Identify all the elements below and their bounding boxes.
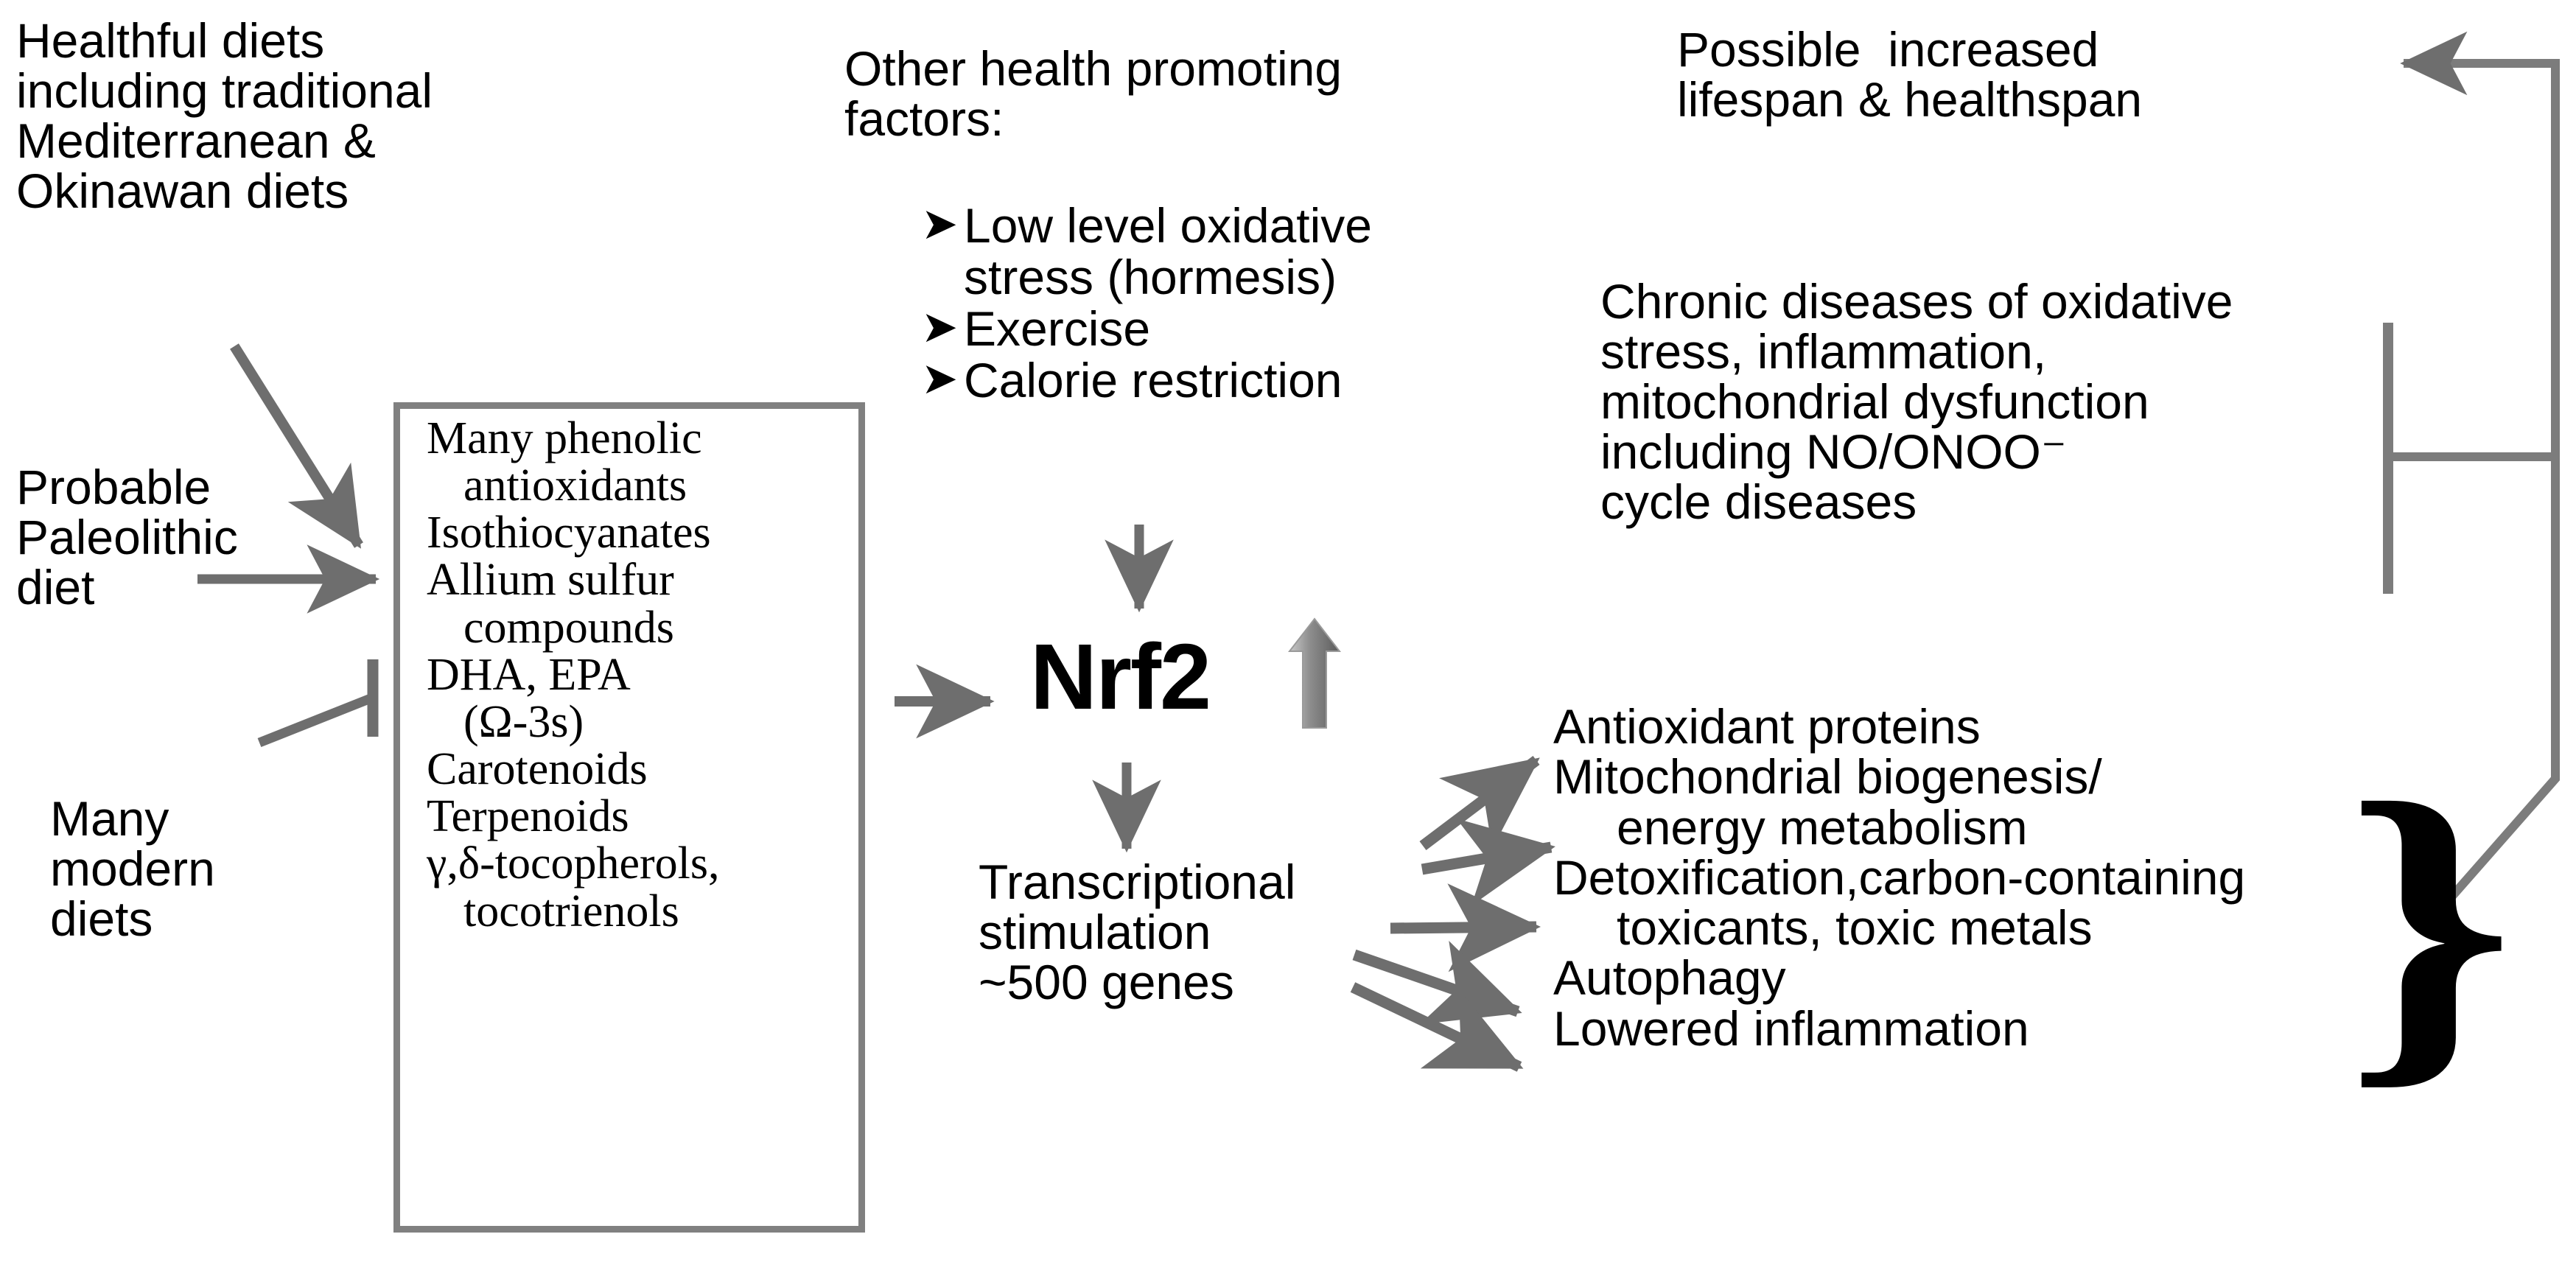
outcome-item: energy metabolism (1617, 799, 2028, 855)
bullet-arrow-icon: ➤ (921, 353, 959, 403)
outcome-item: toxicants, toxic metals (1617, 900, 2093, 956)
transcription-to-autophagy-arrow (1352, 940, 1522, 1025)
outcome-item: Mitochondrial biogenesis/ (1553, 749, 2102, 804)
transcription-to-antioxidant-proteins-arrow (1419, 756, 1540, 850)
transcription-to-detoxification-arrow (1390, 883, 1541, 972)
phytochemical-item: tocotrienols (463, 886, 679, 936)
phytochemical-item: antioxidants (463, 460, 687, 511)
chronic-diseases-label: Chronic diseases of oxidative stress, in… (1600, 274, 2233, 529)
bullet-arrow-icon: ➤ (921, 301, 959, 351)
other-health-factors-list: ➤Low level oxidative stress (hormesis)➤E… (921, 200, 1372, 407)
other-factor-item: ➤Exercise (921, 301, 1372, 356)
up-arrow-icon (1288, 617, 1341, 729)
phytochemical-item: DHA, EPA (427, 649, 631, 700)
transcriptional-stimulation-label: Transcriptional stimulation ~500 genes (979, 855, 1296, 1009)
outcome-item: Autophagy (1553, 950, 1786, 1006)
healthful-diets-label: Healthful diets including traditional Me… (16, 13, 433, 218)
probable-paleolithic-diet-label: Probable Paleolithic diet (16, 460, 238, 614)
transcription-to-lowered-inflammation-arrow (1350, 982, 1524, 1072)
phytochemical-item: Terpenoids (427, 791, 629, 842)
other-factor-item: ➤Calorie restriction (921, 352, 1372, 407)
transcription-to-mitochondrial-biogenesis-arrow (1421, 818, 1555, 906)
phytochemical-item: Many phenolic (427, 413, 702, 463)
outcome-item: Antioxidant proteins (1553, 699, 1981, 754)
outcomes-brace: } (2345, 732, 2516, 1116)
healthful-diets-to-box-arrow (230, 343, 363, 549)
phytochemical-item: Carotenoids (427, 744, 648, 795)
other-factor-label: Exercise (964, 301, 1151, 356)
phytochemical-item: Allium sulfur (427, 555, 674, 606)
other-factor-label: Calorie restriction (964, 352, 1343, 407)
possible-increased-lifespan-label: Possible increased lifespan & healthspan (1677, 22, 2143, 127)
phytochemical-item: Isothiocyanates (427, 508, 711, 558)
bullet-arrow-icon: ➤ (921, 199, 959, 248)
phytochemical-item: compounds (463, 602, 674, 653)
outcome-item: Lowered inflammation (1553, 1000, 2029, 1056)
many-modern-diets-label: Many modern diets (50, 791, 215, 946)
outcome-item: Detoxification,carbon-containing (1553, 849, 2246, 905)
phytochemical-item: γ,δ-tocopherols, (427, 838, 720, 889)
modern-diets-inhibition (257, 659, 379, 748)
phytochemical-item: (Ω-3s) (463, 696, 584, 747)
other-factor-label: Low level oxidative stress (hormesis) (964, 198, 1372, 304)
outcomes-inhibits-chronic-diseases (2383, 323, 2555, 594)
other-health-factors-title: Other health promoting factors: (844, 41, 1343, 146)
other-factor-item: ➤Low level oxidative stress (hormesis) (921, 200, 1372, 304)
nrf2-node-label: Nrf2 (1030, 625, 1211, 729)
